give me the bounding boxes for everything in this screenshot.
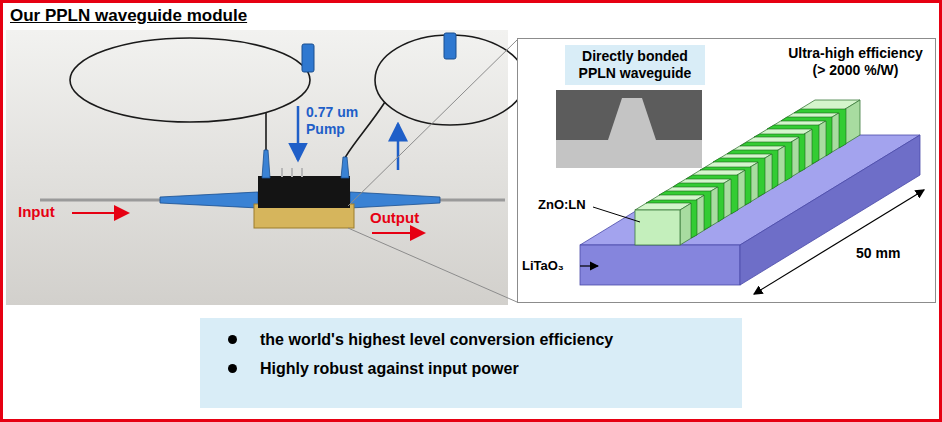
bullet-box: the world's highest level conversion eff… (200, 318, 742, 408)
electrode (740, 142, 792, 181)
part-name: LiTaO₃ (522, 258, 564, 274)
caption-box: Directly bonded PPLN waveguide (565, 45, 705, 85)
detail-panel (518, 39, 936, 303)
electrode (781, 117, 832, 156)
sem-ground (556, 90, 702, 168)
leader-line (593, 207, 640, 222)
waveguide-drawing (580, 100, 924, 294)
module-body (258, 176, 350, 208)
fiber (265, 113, 267, 152)
sem-image (556, 90, 702, 168)
electrodes (646, 109, 846, 238)
pin (281, 168, 283, 177)
pin (301, 168, 303, 177)
electrode (686, 175, 738, 214)
input-arrow (72, 212, 128, 214)
input-label: Input (18, 203, 55, 221)
part-name: ZnO:LN (538, 197, 586, 213)
leader-arrow (580, 265, 598, 266)
electrode (673, 183, 724, 222)
substrate-front (580, 245, 740, 285)
bullet-text: Highly robust against input power (260, 359, 519, 378)
electrode (794, 109, 846, 148)
sem-ridge (556, 98, 702, 168)
ridge-front (635, 210, 680, 245)
fiber (40, 199, 162, 202)
bullet-text: the world's highest level conversion eff… (260, 330, 613, 349)
electrode (727, 150, 778, 189)
electrode (754, 134, 805, 172)
fiber-connector (302, 44, 314, 72)
fiber-loop (70, 38, 310, 122)
dimension-arrow (754, 190, 924, 294)
electrode (646, 200, 697, 238)
fiber-connector (444, 33, 456, 59)
electrode (767, 125, 819, 164)
box-text: Directly bonded PPLN waveguide (572, 48, 698, 82)
electrode (713, 158, 765, 197)
fiber-boot (262, 150, 270, 178)
pump-arrow (297, 106, 300, 160)
output-label: Output (370, 209, 419, 227)
bullet-dot (228, 335, 237, 344)
electrode (659, 191, 711, 230)
module-photo (6, 30, 525, 305)
fiber-boot (350, 192, 440, 208)
zoom-line (348, 228, 517, 302)
pump-label: 0.77 um Pump (306, 104, 372, 138)
fiber (438, 199, 505, 202)
output-arrow (397, 124, 400, 170)
pin (291, 168, 293, 177)
bullet-row: the world's highest level conversion eff… (230, 330, 722, 349)
bullet-dot (228, 364, 237, 373)
electrode (700, 167, 751, 205)
slide-title: Our PPLN waveguide module (10, 6, 247, 26)
bullet-row: Highly robust against input power (230, 359, 722, 378)
fiber-boot (341, 157, 349, 178)
zoom-line (348, 40, 517, 206)
photo-ground (6, 30, 508, 305)
dimension-label: 50 mm (856, 245, 900, 262)
output-arrow (372, 232, 424, 234)
efficiency-label: Ultra-high efficiency (> 2000 %/W) (783, 45, 928, 79)
fiber-boot (160, 192, 258, 208)
